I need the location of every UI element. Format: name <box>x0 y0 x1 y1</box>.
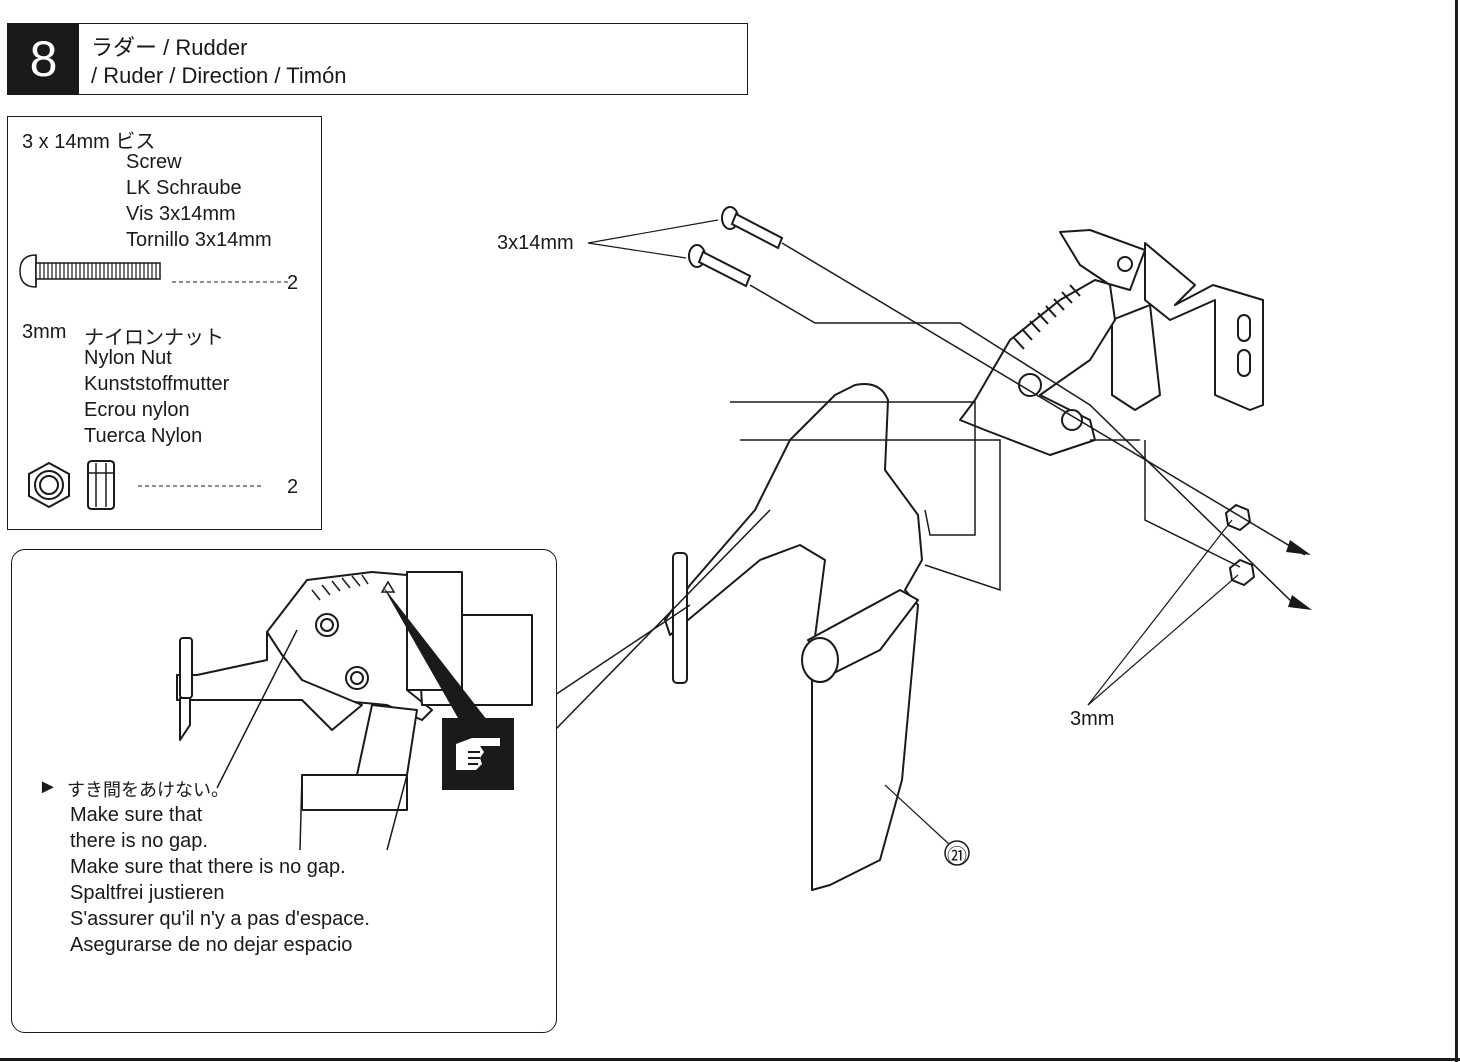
screw-name-de: LK Schraube <box>126 177 242 199</box>
screw-name-fr: Vis 3x14mm <box>126 203 236 225</box>
step-title-line1: ラダー / Rudder <box>91 35 248 60</box>
step-title-line2: / Ruder / Direction / Timón <box>91 63 347 88</box>
screw-quantity: 2 <box>287 272 299 294</box>
nut-quantity: 2 <box>287 476 299 498</box>
detail-inset: ► すき間をあけない。 Make sure that there is no g… <box>11 549 557 1033</box>
screw-icon <box>19 254 161 288</box>
screw-quantity-leader <box>172 281 288 283</box>
screw-callout-label: 3x14mm <box>497 232 574 254</box>
frame-right-edge <box>1455 0 1458 1062</box>
note-line-6: Asegurarse de no dejar espacio <box>70 934 353 956</box>
detail-drawing <box>176 571 533 851</box>
note-marker: ► <box>38 776 58 798</box>
nylon-nut-side-icon <box>87 460 115 510</box>
nut-size: 3mm <box>22 321 67 343</box>
frame-bottom-edge <box>0 1058 1460 1061</box>
step-header: 8 ラダー / Rudder / Ruder / Direction / Tim… <box>7 23 748 95</box>
nut-name-es: Tuerca Nylon <box>84 425 203 447</box>
screw-name-en: Screw <box>126 151 182 173</box>
note-line-5: S'assurer qu'il n'y a pas d'espace. <box>70 908 370 930</box>
nut-name-jp: ナイロンナット <box>84 327 224 349</box>
nut-name-en: Nylon Nut <box>84 347 172 369</box>
nut-name-fr: Ecrou nylon <box>84 399 190 421</box>
pointing-hand-icon <box>442 718 514 790</box>
step-number: 8 <box>8 24 79 94</box>
note-line-2: there is no gap. <box>70 830 208 852</box>
note-line-jp: すき間をあけない。 <box>67 780 229 800</box>
parts-list-box: 3 x 14mm ビス Screw LK Schraube Vis 3x14mm… <box>7 116 322 530</box>
nut-name-de: Kunststoffmutter <box>84 373 230 395</box>
nut-callout-label: 3mm <box>1070 708 1115 730</box>
note-line-1: Make sure that <box>70 804 203 826</box>
part-number-21: ㉑ <box>947 846 967 868</box>
note-line-3: Make sure that there is no gap. <box>70 856 346 878</box>
screw-name-es: Tornillo 3x14mm <box>126 229 272 251</box>
nylon-nut-front-icon <box>28 461 70 509</box>
screw-size: 3 x 14mm ビス <box>22 131 156 153</box>
note-line-4: Spaltfrei justieren <box>70 882 225 904</box>
